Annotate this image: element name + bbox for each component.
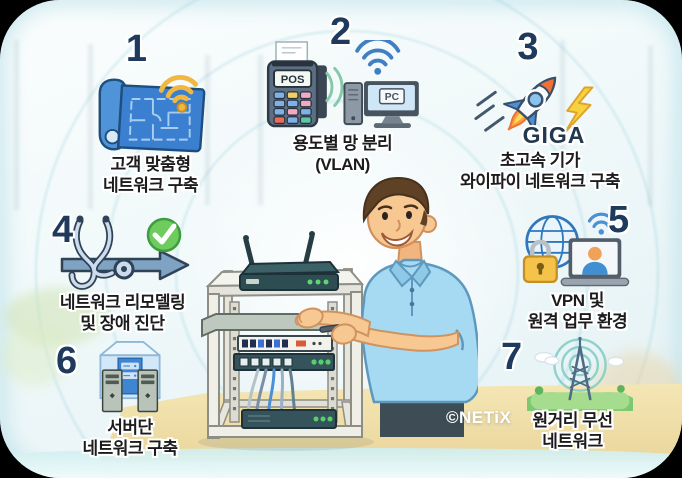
- wifi-signal-icon: [587, 212, 615, 235]
- lightning-icon: [564, 86, 594, 134]
- item-2-number: 2: [330, 11, 352, 53]
- globe-lock-laptop-icon: [522, 212, 630, 287]
- signal-arcs-icon: [325, 66, 344, 108]
- pos-terminal-pc-icon: POS: [266, 40, 419, 129]
- network-switch: [233, 353, 335, 371]
- service-item-4: 4: [30, 205, 215, 334]
- item-7-label: 원거리 무선 네트워크: [532, 411, 613, 451]
- collar: [410, 259, 432, 288]
- network-rack: [201, 268, 365, 439]
- service-item-7: 7 원거리 무선 네트워크: [495, 328, 650, 452]
- item-2-label: 용도별 망 분리 (VLAN): [292, 134, 393, 174]
- item-6-label: 서버단 네트워크 구축: [82, 418, 178, 458]
- wifi-signal-icon: [355, 40, 401, 75]
- smile: [381, 228, 414, 247]
- rocket: [503, 76, 557, 133]
- technician-rack-illustration: [198, 176, 478, 451]
- arms: [294, 307, 459, 352]
- rocket-lightning-icon: [474, 76, 594, 134]
- wifi-signal-icon: [158, 74, 198, 113]
- item-3-number: 3: [517, 26, 539, 68]
- radio-tower-icon: [527, 336, 633, 411]
- patch-switch: [237, 335, 333, 352]
- speed-lines: [474, 90, 505, 132]
- item-1-label: 고객 맞춤형 네트워크 구축: [102, 155, 199, 195]
- blueprint: [98, 78, 205, 153]
- item-5-number: 5: [608, 199, 630, 241]
- collar: [388, 259, 414, 288]
- svg-text:PC: PC: [385, 92, 400, 103]
- item-6-number: 6: [56, 340, 78, 382]
- service-item-2: 2 POS: [260, 8, 425, 175]
- lattice-tower: [568, 336, 592, 401]
- service-item-3: 3 GIGA 초고속 기가 와이파이 네트워크 구축: [440, 28, 640, 192]
- service-item-1: 1 고객 맞춤형 네트워크 구축: [68, 30, 233, 196]
- bg-window-frame: [648, 46, 653, 206]
- head: [362, 176, 437, 250]
- hair: [362, 176, 430, 224]
- bg-window-frame: [14, 40, 19, 210]
- service-item-6: 6 서버단 네트워크 구축: [55, 330, 205, 459]
- hills: [527, 385, 633, 411]
- svg-text:POS: POS: [281, 74, 305, 86]
- item-5-label: VPN 및 원격 업무 환경: [527, 291, 628, 331]
- lock-icon: [522, 239, 558, 284]
- watermark: ©NETiX: [446, 408, 512, 427]
- laptop-video-call: [560, 238, 630, 287]
- item-7-number: 7: [501, 336, 523, 378]
- wifi-router: [239, 231, 341, 291]
- item-1-number: 1: [125, 28, 148, 70]
- blueprint-wifi-icon: [98, 74, 205, 153]
- bottom-device: [241, 409, 337, 429]
- clouds: [534, 351, 625, 367]
- service-item-5: 5: [500, 195, 655, 332]
- pc-desktop: PC: [343, 81, 419, 129]
- stethoscope-check-arrow-icon: [60, 215, 190, 290]
- technician: [294, 176, 478, 437]
- giga-text: GIGA: [522, 122, 586, 148]
- panel-slots: [121, 362, 139, 379]
- pos-terminal: POS: [266, 41, 327, 128]
- item-4-number: 4: [52, 209, 74, 251]
- server-towers: [101, 369, 159, 413]
- item-4-label: 네트워크 리모델링 및 장애 진단: [59, 293, 186, 333]
- check-icon: [146, 217, 182, 253]
- server-stack-icon: [99, 341, 161, 413]
- item-3-label: 초고속 기가 와이파이 네트워크 구축: [460, 151, 620, 191]
- pants: [380, 400, 464, 437]
- stethoscope: [68, 215, 135, 290]
